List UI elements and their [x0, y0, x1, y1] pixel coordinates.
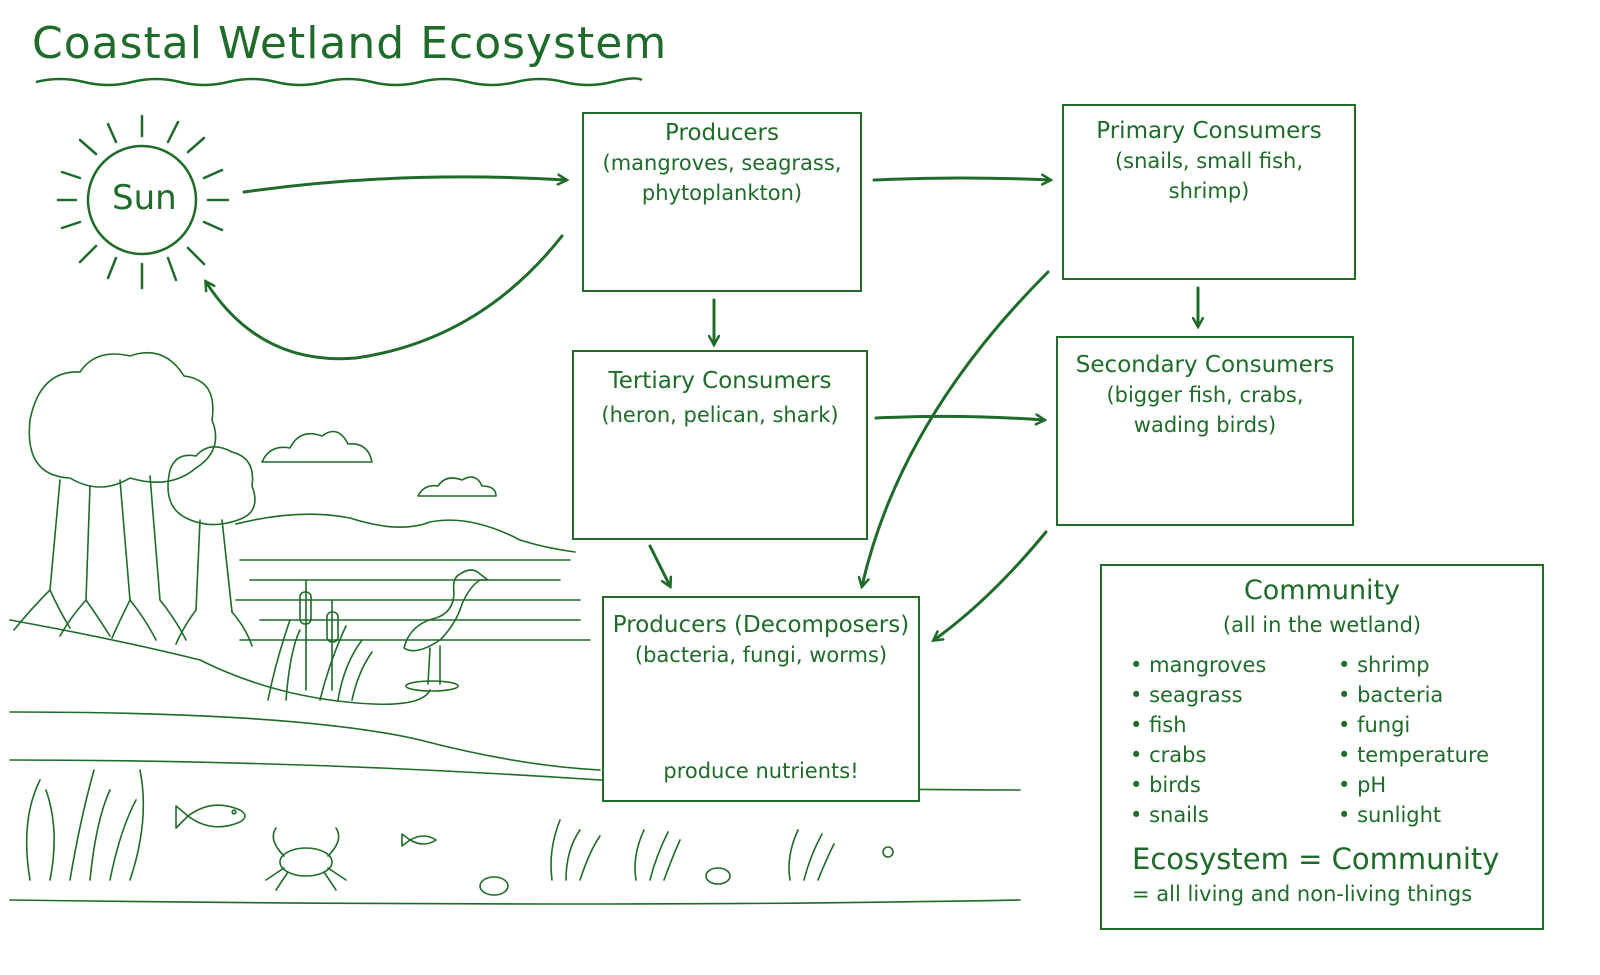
shoreline — [9, 619, 431, 706]
list-item: snails — [1130, 800, 1266, 830]
secondary-consumers-box: Secondary Consumers (bigger fish, crabs,… — [1056, 336, 1354, 526]
decomposers-detail: (bacteria, fungi, worms) — [634, 643, 888, 667]
list-item: seagrass — [1130, 680, 1266, 710]
community-list-left: mangroves seagrass fish crabs birds snai… — [1130, 650, 1266, 830]
list-item: fungi — [1338, 710, 1489, 740]
producers-box: Producers (mangroves, seagrass, phytopla… — [582, 112, 862, 292]
tertiary-detail: (heron, pelican, shark) — [601, 403, 839, 427]
ecosystem-equation: Ecosystem = Community — [1132, 842, 1500, 876]
heron-icon — [403, 569, 489, 692]
list-item: birds — [1130, 770, 1266, 800]
primary-detail-line1: (snails, small fish, — [1114, 149, 1304, 173]
community-subheading: (all in the wetland) — [1222, 613, 1422, 637]
tertiary-heading: Tertiary Consumers — [608, 368, 832, 394]
producers-detail-line2: phytoplankton) — [641, 181, 803, 205]
producers-detail-line1: (mangroves, seagrass, — [602, 151, 842, 175]
arrow-producers-to-primary — [872, 178, 1050, 180]
arrow-tertiary-to-secondary — [874, 416, 1044, 420]
primary-heading: Primary Consumers — [1096, 118, 1322, 144]
mangrove-trees — [13, 352, 256, 647]
secondary-heading: Secondary Consumers — [1075, 352, 1335, 378]
page-title: Coastal Wetland Ecosystem — [32, 18, 668, 69]
decomposers-note: produce nutrients! — [663, 759, 859, 783]
decomposers-heading: Producers (Decomposers) — [612, 612, 910, 638]
list-item: shrimp — [1338, 650, 1489, 680]
list-item: mangroves — [1130, 650, 1266, 680]
list-item: crabs — [1130, 740, 1266, 770]
primary-consumers-box: Primary Consumers (snails, small fish, s… — [1062, 104, 1356, 280]
list-item: fish — [1130, 710, 1266, 740]
sun-icon — [56, 114, 230, 290]
crab-icon — [265, 827, 347, 891]
tertiary-consumers-box: Tertiary Consumers (heron, pelican, shar… — [572, 350, 868, 540]
ecosystem-equation-line2: = all living and non-living things — [1132, 882, 1473, 906]
community-heading: Community — [1243, 575, 1401, 606]
arrow-secondary-to-decomposers — [934, 530, 1048, 640]
cloud-icon — [261, 430, 373, 463]
primary-detail-line2: shrimp) — [1168, 179, 1250, 203]
arrow-producers-to-sun — [206, 234, 564, 361]
cattails-reeds — [267, 579, 373, 701]
sun-label: Sun — [112, 178, 177, 218]
community-list-right: shrimp bacteria fungi temperature pH sun… — [1338, 650, 1489, 830]
community-box: Community (all in the wetland) mangroves… — [1100, 564, 1544, 930]
list-item: temperature — [1338, 740, 1489, 770]
list-item: bacteria — [1338, 680, 1489, 710]
seagrass-bottom — [25, 769, 835, 881]
arrow-tertiary-to-decomposers — [648, 544, 670, 586]
list-item: sunlight — [1338, 800, 1489, 830]
arrow-primary-to-decomposers — [862, 270, 1050, 586]
list-item: pH — [1338, 770, 1489, 800]
small-fish-icon — [401, 833, 437, 847]
cloud-icon — [417, 476, 497, 497]
secondary-detail-line2: wading birds) — [1133, 413, 1277, 437]
hills — [235, 513, 576, 553]
secondary-detail-line1: (bigger fish, crabs, — [1106, 383, 1304, 407]
title-underline — [35, 77, 643, 87]
arrow-sun-to-producers — [242, 177, 566, 194]
fish-icon — [175, 804, 246, 829]
producers-heading: Producers — [665, 120, 779, 146]
decomposers-box: Producers (Decomposers) (bacteria, fungi… — [602, 596, 920, 802]
